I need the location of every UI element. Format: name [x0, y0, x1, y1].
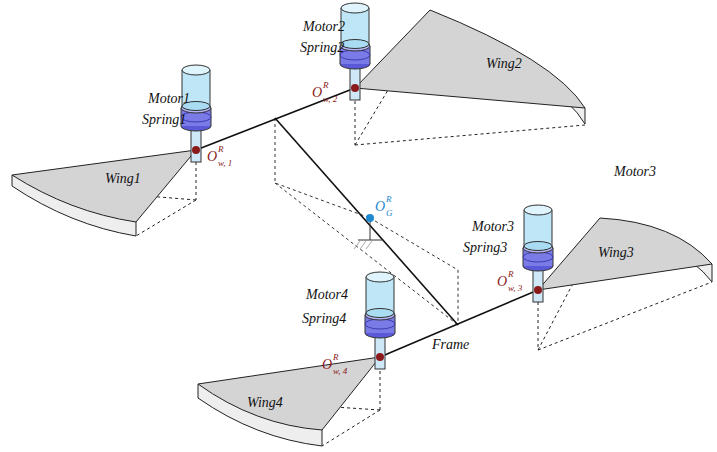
point-superscript: R — [218, 145, 224, 154]
point-subscript: w, 1 — [218, 159, 232, 168]
point-label: O — [497, 275, 507, 289]
part-label: Spring2 — [300, 41, 344, 55]
part-label: Wing3 — [598, 246, 634, 260]
point-superscript: R — [508, 270, 514, 279]
part-label: Motor1 — [148, 92, 190, 106]
point-label: O — [322, 358, 332, 372]
point-subscript: w, 2 — [323, 95, 337, 104]
part-label: Spring1 — [142, 113, 186, 127]
point-superscript: R — [323, 81, 329, 90]
part-label: Wing4 — [247, 396, 283, 410]
part-label: Spring3 — [463, 241, 507, 255]
point-label: O — [312, 86, 322, 100]
part-label: Wing2 — [486, 57, 522, 71]
point-label: O — [207, 150, 217, 164]
part-label: Motor3 — [472, 220, 514, 234]
point-subscript: G — [386, 209, 393, 218]
point-subscript: w, 4 — [333, 367, 347, 376]
part-label: Frame — [432, 338, 469, 352]
part-label: Wing1 — [105, 172, 141, 186]
point-superscript: R — [333, 353, 339, 362]
point-subscript: w, 3 — [508, 284, 522, 293]
part-label: Motor4 — [306, 288, 348, 302]
point-superscript: R — [386, 195, 392, 204]
part-label: Motor3 — [614, 165, 656, 179]
part-label: Spring4 — [302, 312, 346, 326]
part-label: Motor2 — [303, 20, 345, 34]
point-label: O — [375, 200, 385, 214]
